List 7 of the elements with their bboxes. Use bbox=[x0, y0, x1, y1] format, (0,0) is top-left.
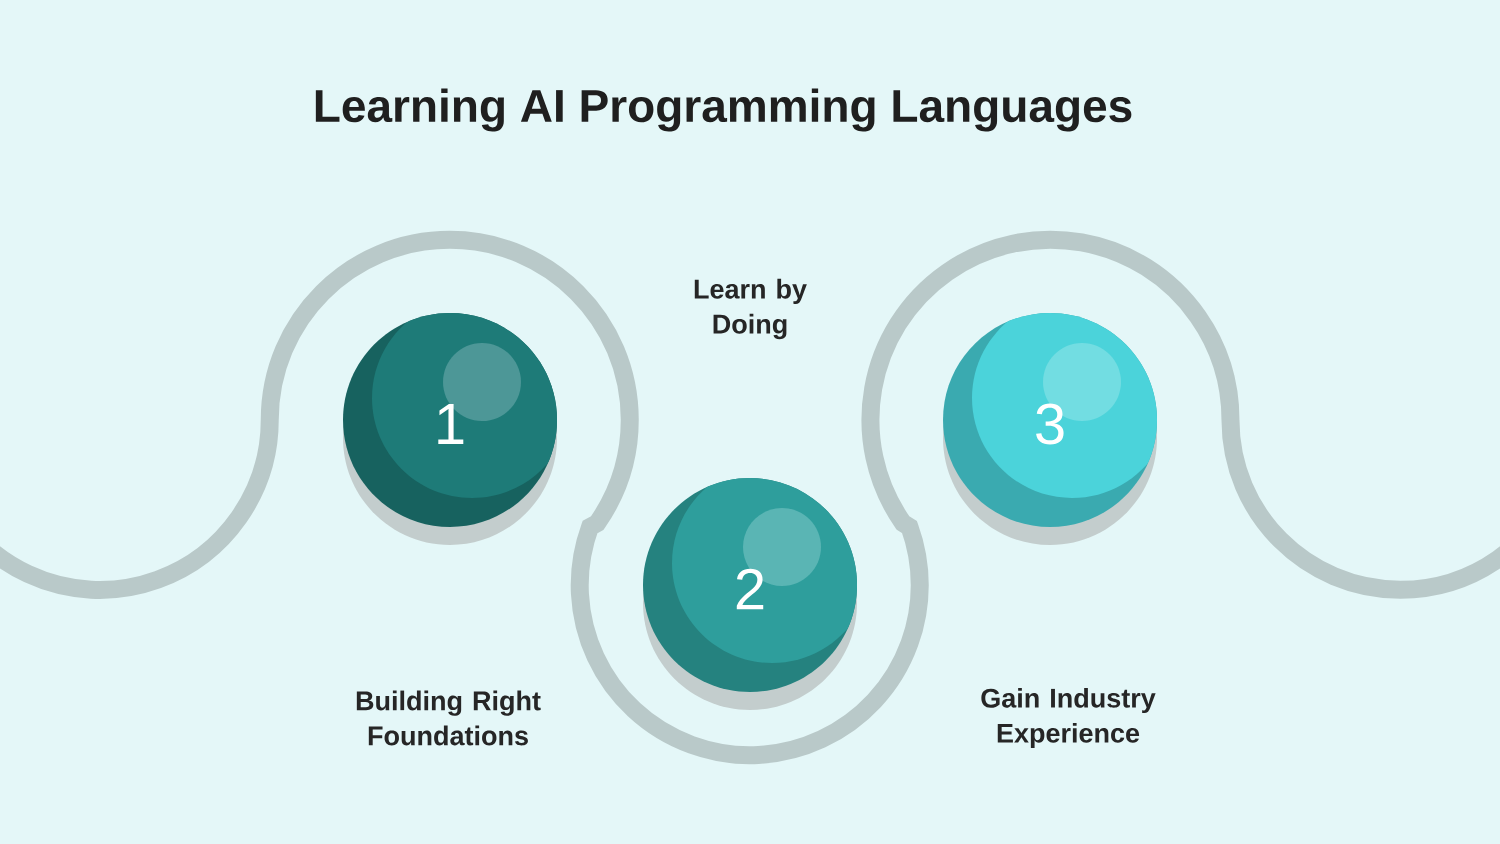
sphere: 2 bbox=[643, 478, 857, 710]
title: Learning AI Programming Languages bbox=[315, 88, 1132, 132]
step-caption: Learn by Doing bbox=[694, 278, 807, 340]
step-caption: Gain Industry Experience bbox=[981, 687, 1156, 749]
sphere: 3 bbox=[943, 313, 1157, 545]
step-caption: Building Right Foundations bbox=[356, 690, 541, 746]
sphere: 1 bbox=[343, 313, 557, 545]
